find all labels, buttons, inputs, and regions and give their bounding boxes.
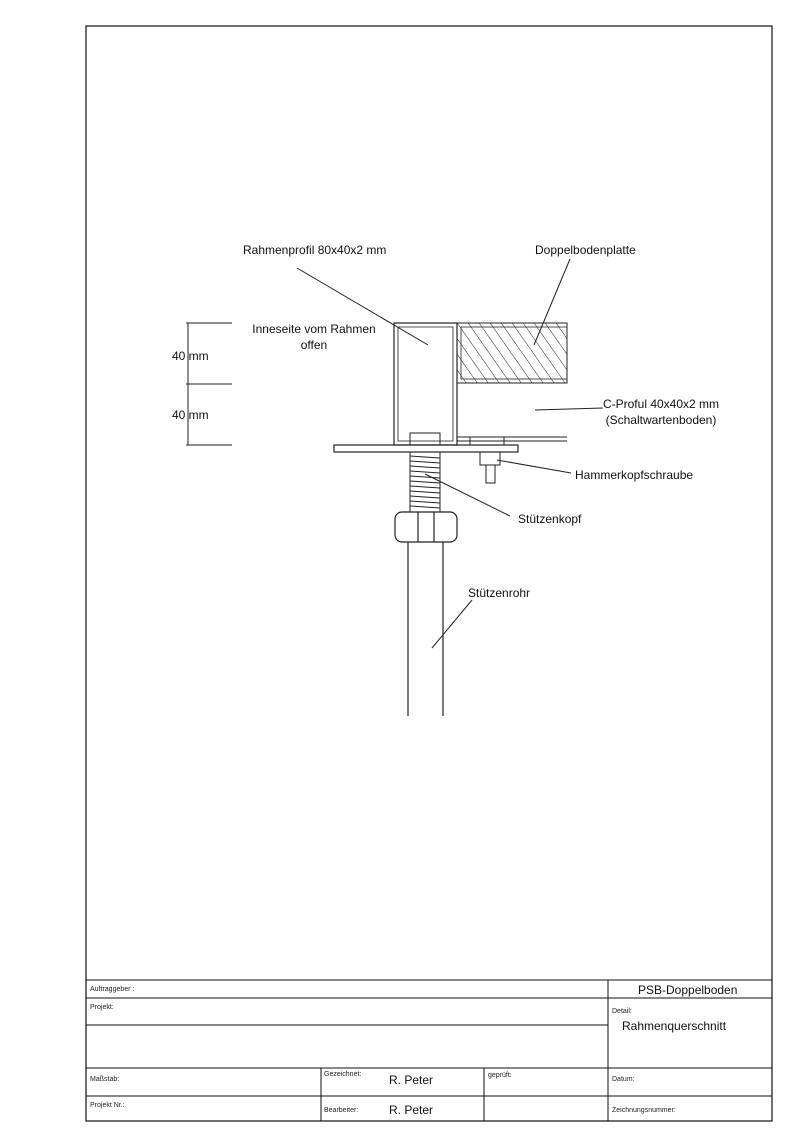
label-rahmenprofil: Rahmenprofil 80x40x2 mm bbox=[243, 243, 387, 257]
label-stuetzenrohr: Stützenrohr bbox=[468, 586, 531, 600]
tb-zeichnungsnummer-label: Zeichnungsnummer: bbox=[612, 1107, 676, 1114]
label-doppelbodenplatte: Doppelbodenplatte bbox=[535, 243, 636, 257]
tb-gezeichnet-label: Gezeichnet: bbox=[324, 1071, 362, 1078]
tb-projekt-label: Projekt: bbox=[90, 1004, 114, 1011]
tb-geprueft-label: geprüft: bbox=[488, 1072, 512, 1079]
tb-projekt-nr-label: Projekt Nr.: bbox=[90, 1102, 125, 1109]
label-dimension-upper: 40 mm bbox=[172, 349, 209, 363]
label-c-profil-line1: C-Proful 40x40x2 mm bbox=[602, 397, 720, 411]
label-dimension-lower: 40 mm bbox=[172, 408, 209, 422]
drawing-frame bbox=[85, 25, 773, 1122]
frame-profile bbox=[393, 322, 458, 446]
tb-datum-label: Datum: bbox=[612, 1076, 635, 1083]
tb-detail-label: Detail: bbox=[612, 1008, 632, 1015]
hex-nut bbox=[394, 511, 458, 543]
label-c-profil-line2: (Schaltwartenboden) bbox=[605, 413, 717, 427]
label-inneseite-line2: offen bbox=[300, 338, 328, 352]
title-block bbox=[86, 979, 772, 1121]
c-profile bbox=[457, 436, 567, 442]
support-head-plate bbox=[333, 432, 519, 453]
dimension-lines bbox=[186, 322, 232, 446]
leader-lines bbox=[296, 258, 604, 649]
tb-massstab-label: Maßstab: bbox=[90, 1076, 120, 1083]
tb-detail-value: Rahmenquerschnitt bbox=[622, 1019, 727, 1033]
threaded-spindle bbox=[409, 451, 441, 513]
label-hammerkopfschraube: Hammerkopfschraube bbox=[575, 468, 694, 482]
hammer-head-bolt bbox=[469, 436, 505, 484]
tb-product-name: PSB-Doppelboden bbox=[638, 983, 738, 997]
tb-bearbeiter-label: Bearbeiter: bbox=[324, 1107, 359, 1114]
support-tube bbox=[407, 542, 444, 716]
label-inneseite-line1: Inneseite vom Rahmen bbox=[252, 322, 376, 336]
tb-auftraggeber-label: Auftraggeber : bbox=[90, 986, 135, 993]
label-stuetzenkopf: Stützenkopf bbox=[518, 512, 582, 526]
tb-bearbeiter-value: R. Peter bbox=[389, 1103, 434, 1117]
floor-plate bbox=[456, 322, 568, 384]
tb-gezeichnet-value: R. Peter bbox=[389, 1073, 434, 1087]
